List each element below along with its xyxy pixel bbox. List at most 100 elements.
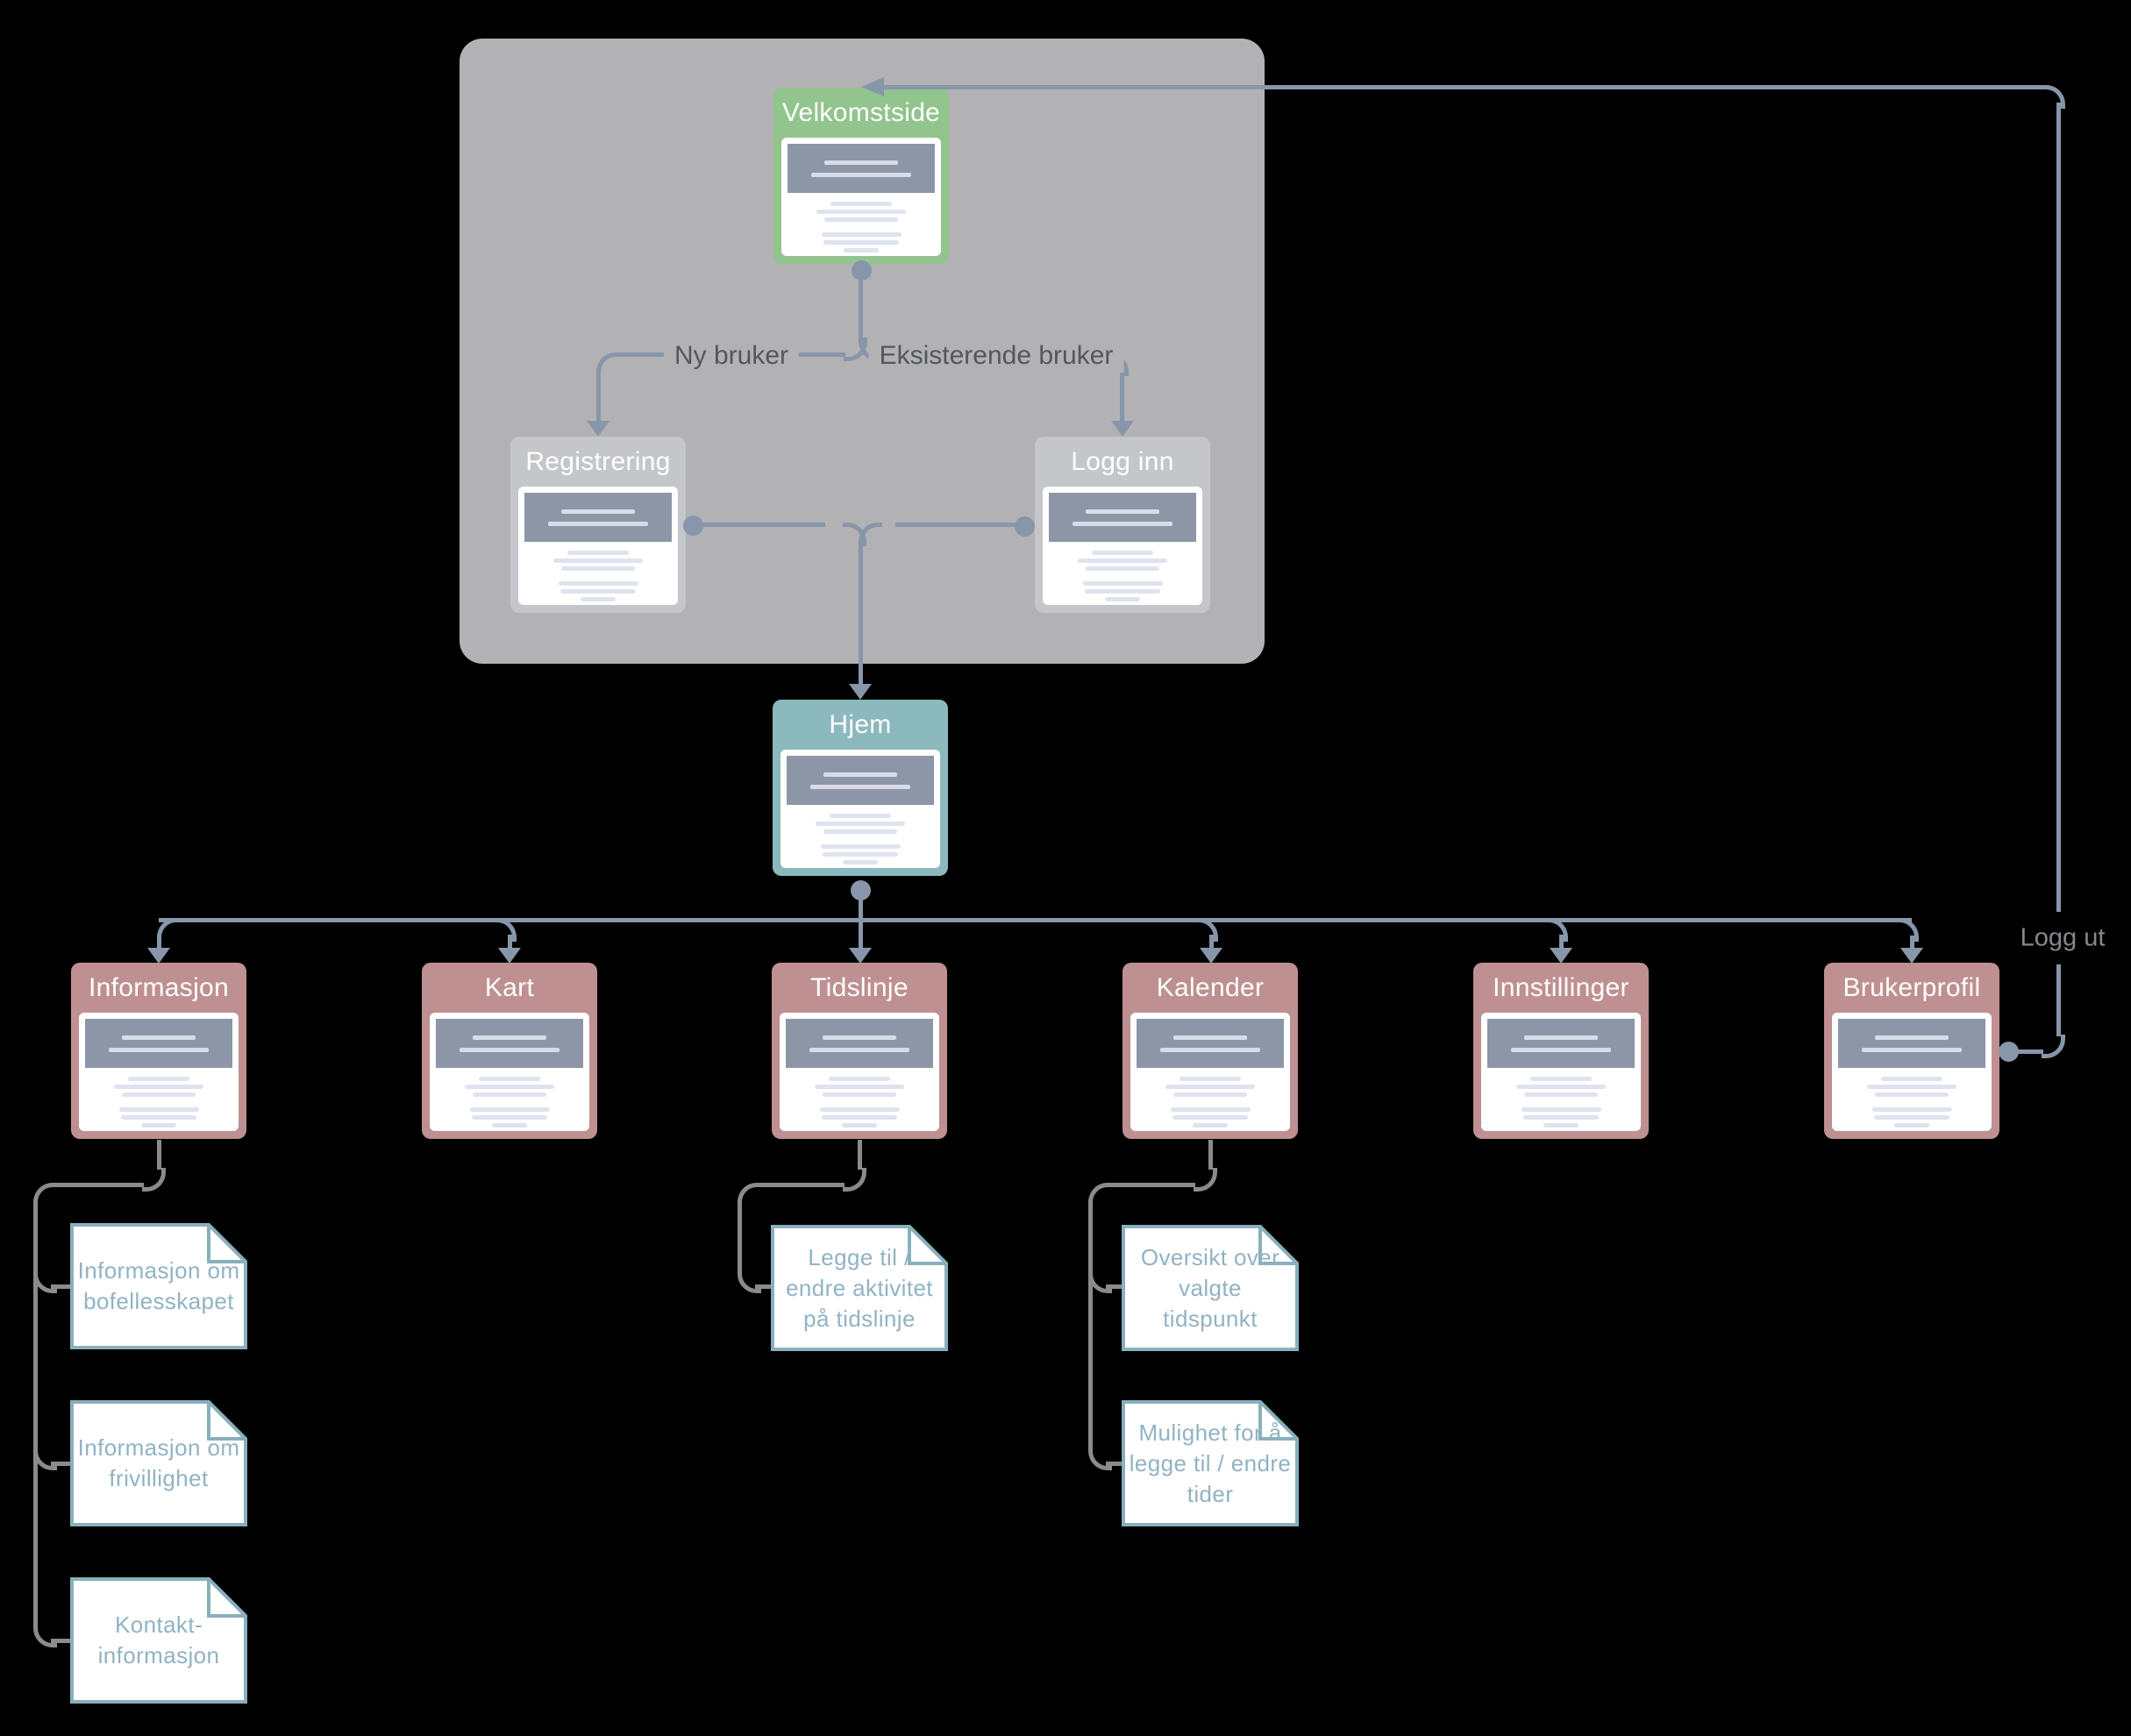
- note-informasjon-om-frivillighet[interactable]: Informasjon om frivillighet: [70, 1400, 247, 1526]
- thumbnail-line: [1085, 589, 1160, 594]
- screen-card-informasjon[interactable]: Informasjon: [71, 963, 246, 1139]
- thumbnail-line: [128, 1077, 189, 1081]
- screen-card-hjem[interactable]: Hjem: [773, 700, 948, 876]
- thumbnail-line: [491, 1123, 528, 1128]
- note-aktivitet-elbow: [738, 1270, 761, 1293]
- note-kontaktinformasjon[interactable]: Kontakt-informasjon: [70, 1577, 247, 1704]
- thumbnail-line: [1516, 1085, 1606, 1089]
- tidslinje-notes-stem: [858, 1140, 862, 1170]
- thumbnail-line: [823, 772, 897, 777]
- screen-card-brukerprofil[interactable]: Brukerprofil: [1824, 963, 1999, 1139]
- registrering-out-dot: [683, 516, 703, 536]
- screen-card-registrering[interactable]: Registrering: [510, 437, 686, 613]
- note-frivillighet-elbow: [33, 1447, 57, 1470]
- note-mulighet-endre-tider[interactable]: Mulighet for å legge til / endre tider: [1122, 1400, 1299, 1526]
- thumbnail-line: [1170, 1107, 1251, 1112]
- thumbnail-line: [824, 217, 898, 222]
- informasjon-in-arrowhead: [147, 948, 170, 964]
- innstillinger-in-arrowhead: [1550, 948, 1572, 964]
- kart-drop: [508, 935, 512, 949]
- kalender-notes-curve1: [1194, 1168, 1217, 1192]
- tidslinje-drop: [859, 921, 863, 949]
- logout-edge-bottom-curve: [2042, 1035, 2065, 1058]
- thumbnail-line: [1159, 1047, 1261, 1052]
- logout-edge-vertical-upper: [2056, 103, 2061, 912]
- note-shape: [70, 1577, 247, 1704]
- note-shape: [1122, 1225, 1299, 1351]
- thumbnail-gap: [1481, 1097, 1641, 1104]
- informasjon-notes-hline: [51, 1183, 144, 1187]
- note-legge-til-endre-aktivitet[interactable]: Legge til / endre aktivitet på tidslinje: [771, 1225, 948, 1351]
- tidslinje-notes-rail: [738, 1200, 742, 1271]
- thumbnail-line: [809, 1047, 910, 1052]
- registrering-out-line: [702, 523, 825, 527]
- note-text: Mulighet for å legge til / endre tider: [1129, 1419, 1292, 1507]
- screen-thumbnail: [781, 138, 941, 256]
- thumbnail-line: [1543, 1123, 1579, 1128]
- screen-thumbnail: [430, 1013, 589, 1131]
- thumbnail-line: [459, 1047, 560, 1052]
- thumbnail-gap: [1130, 1097, 1290, 1104]
- screen-card-kalender[interactable]: Kalender: [1123, 963, 1298, 1139]
- note-kontakt-entry: [51, 1639, 73, 1643]
- thumbnail-line: [1530, 1077, 1592, 1081]
- tidslinje-notes-curve2: [738, 1183, 761, 1206]
- kalender-in-arrowhead: [1200, 948, 1222, 964]
- thumbnail-gap: [780, 834, 940, 841]
- new-user-edge-elbow: [596, 352, 620, 376]
- informasjon-drop: [157, 936, 161, 949]
- logout-edge-arrowhead: [861, 77, 884, 96]
- thumbnail-header-block: [1838, 1019, 1985, 1068]
- screen-thumbnail: [1832, 1013, 1992, 1131]
- thumbnail-line: [122, 1092, 196, 1097]
- edge-label-ny-bruker: Ny bruker: [663, 339, 800, 373]
- thumbnail-line: [1173, 1092, 1247, 1097]
- logg-inn-out-dot: [1015, 516, 1035, 537]
- note-informasjon-om-bofellesskapet[interactable]: Informasjon om bofellesskapet: [70, 1223, 247, 1349]
- thumbnail-line: [561, 566, 635, 571]
- logout-edge-bottom-segment: [2017, 1049, 2043, 1054]
- innstillinger-drop-hook: [1544, 918, 1568, 942]
- screen-thumbnail: [1481, 1013, 1641, 1131]
- informasjon-notes-stem: [157, 1140, 161, 1170]
- thumbnail-header-block: [788, 144, 935, 193]
- thumbnail-line: [1078, 559, 1167, 563]
- thumbnail-line: [1104, 597, 1141, 601]
- screen-title: Brukerprofil: [1842, 972, 1981, 1002]
- thumbnail-line: [121, 1115, 196, 1120]
- thumbnail-line: [140, 1123, 177, 1128]
- screen-title: Logg inn: [1071, 446, 1174, 476]
- thumbnail-line: [1874, 1115, 1949, 1120]
- thumbnail-gap: [430, 1097, 589, 1104]
- thumbnail-line: [816, 210, 906, 214]
- thumbnail-header-block: [1137, 1019, 1284, 1068]
- brukerprofil-drop: [1910, 936, 1914, 949]
- fork-stem-line: [859, 279, 863, 338]
- thumbnail-line: [810, 172, 912, 177]
- tidslinje-notes-hline: [755, 1183, 845, 1187]
- note-shape: [1122, 1400, 1299, 1526]
- kalender-drop-hook: [1194, 918, 1218, 942]
- screen-card-logg-inn[interactable]: Logg inn: [1035, 437, 1210, 613]
- velkomstside-out-dot: [852, 260, 872, 281]
- innstillinger-drop: [1559, 935, 1564, 949]
- thumbnail-line: [469, 1107, 550, 1112]
- logout-edge-top-segment: [882, 85, 2045, 89]
- screen-card-tidslinje[interactable]: Tidslinje: [772, 963, 947, 1139]
- thumbnail-line: [1523, 1115, 1599, 1120]
- registrering-in-arrowhead: [587, 421, 609, 437]
- branch-left-end-elbow: [157, 918, 181, 942]
- screen-card-velkomstside[interactable]: Velkomstside: [773, 88, 949, 264]
- screen-title: Kart: [484, 972, 535, 1002]
- screen-thumbnail: [1043, 487, 1202, 605]
- kalender-notes-curve2: [1088, 1183, 1112, 1206]
- screen-card-innstillinger[interactable]: Innstillinger: [1473, 963, 1649, 1139]
- screen-card-kart[interactable]: Kart: [422, 963, 597, 1139]
- thumbnail-line: [1871, 1107, 1952, 1112]
- kalender-notes-stem: [1208, 1140, 1213, 1170]
- thumbnail-line: [841, 1123, 878, 1128]
- note-oversikt-over-tidspunkt[interactable]: Oversikt over valgte tidspunkt: [1122, 1225, 1299, 1351]
- thumbnail-line: [1072, 521, 1173, 526]
- screen-title: Registrering: [525, 446, 671, 476]
- screen-thumbnail: [780, 750, 940, 868]
